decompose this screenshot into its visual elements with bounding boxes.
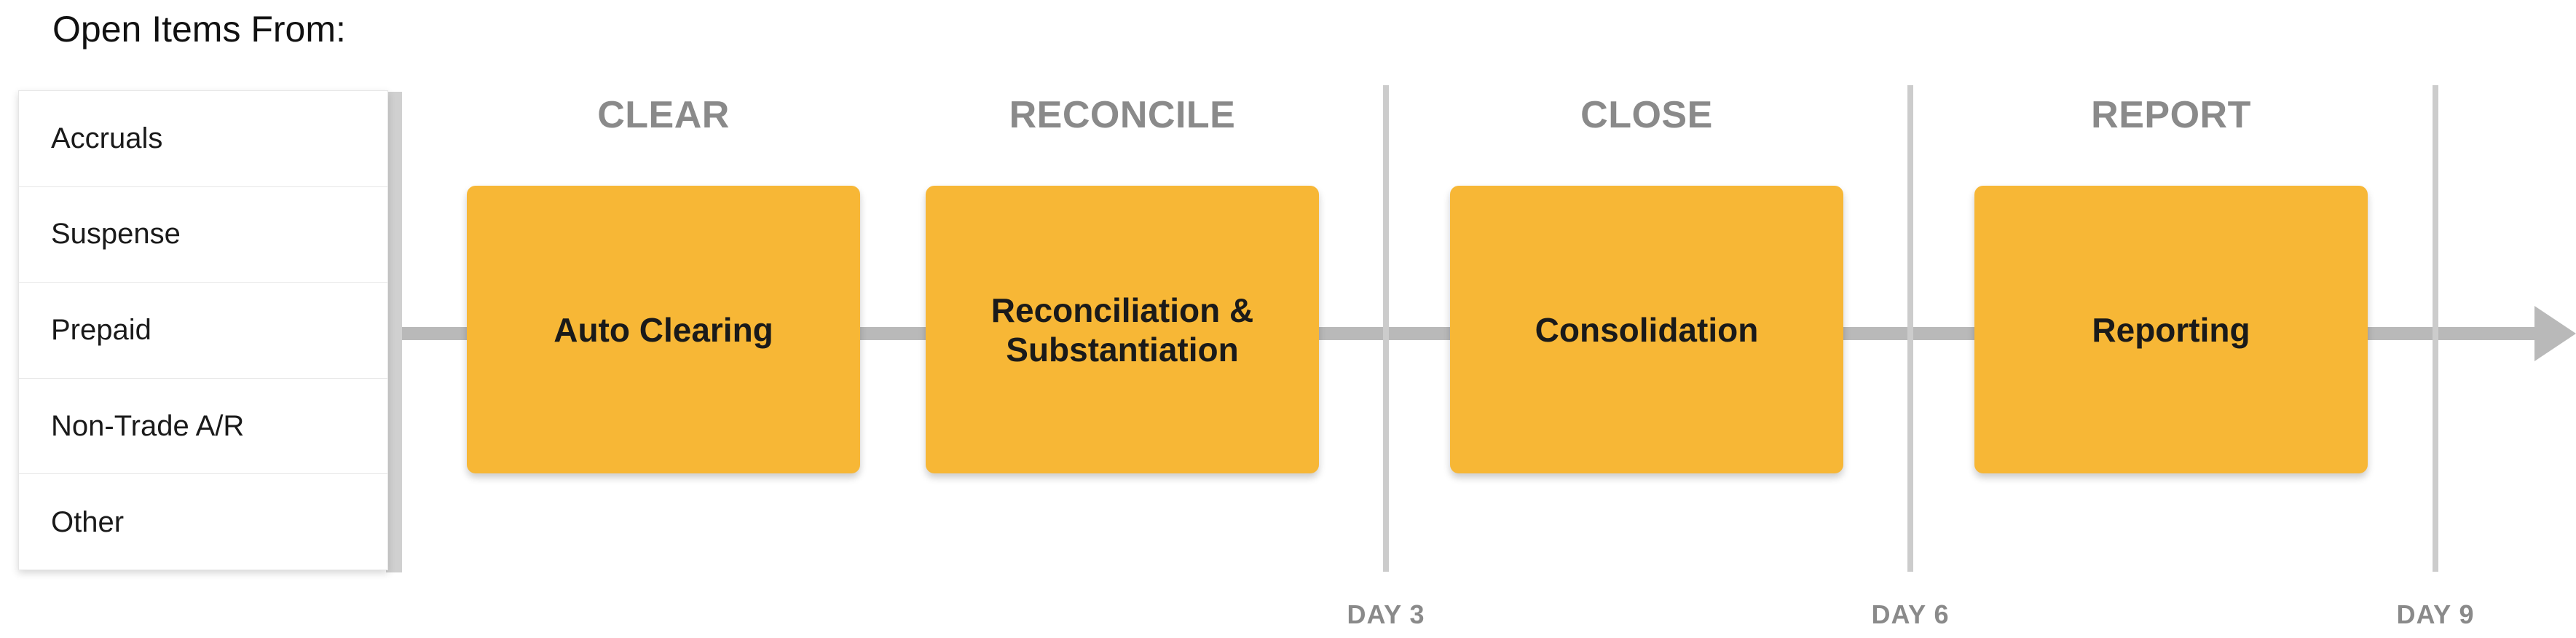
phase-report-label: REPORT [2091, 94, 2251, 136]
day-3-label: DAY 3 [1347, 599, 1425, 629]
reporting-card: Reporting [1974, 186, 2368, 473]
auto-clearing-card: Auto Clearing [467, 186, 860, 473]
source-list-shadow [386, 92, 402, 572]
source-item-non-trade-ar: Non-Trade A/R [19, 379, 387, 475]
diagram-title: Open Items From: [52, 9, 346, 50]
source-item-prepaid: Prepaid [19, 283, 387, 379]
auto-clearing-label: Auto Clearing [554, 310, 773, 349]
phase-clear-label: CLEAR [597, 94, 730, 136]
day-9-divider [2433, 85, 2438, 572]
day-6-divider [1907, 85, 1913, 572]
day-3-divider [1383, 85, 1389, 572]
right-arrow-icon [2534, 306, 2576, 361]
source-list: Accruals Suspense Prepaid Non-Trade A/R … [18, 90, 388, 570]
source-item-suspense: Suspense [19, 187, 387, 283]
phase-close-label: CLOSE [1580, 94, 1713, 136]
reporting-label: Reporting [2092, 310, 2250, 349]
reconciliation-label: Reconciliation & Substantiation [990, 291, 1254, 369]
reconciliation-card: Reconciliation & Substantiation [926, 186, 1319, 473]
phase-reconcile-label: RECONCILE [1009, 94, 1236, 136]
consolidation-label: Consolidation [1535, 310, 1759, 349]
source-item-accruals: Accruals [19, 91, 387, 187]
source-item-other: Other [51, 505, 125, 538]
day-6-label: DAY 6 [1871, 599, 1950, 629]
consolidation-card: Consolidation [1450, 186, 1843, 473]
day-9-label: DAY 9 [2396, 599, 2475, 629]
